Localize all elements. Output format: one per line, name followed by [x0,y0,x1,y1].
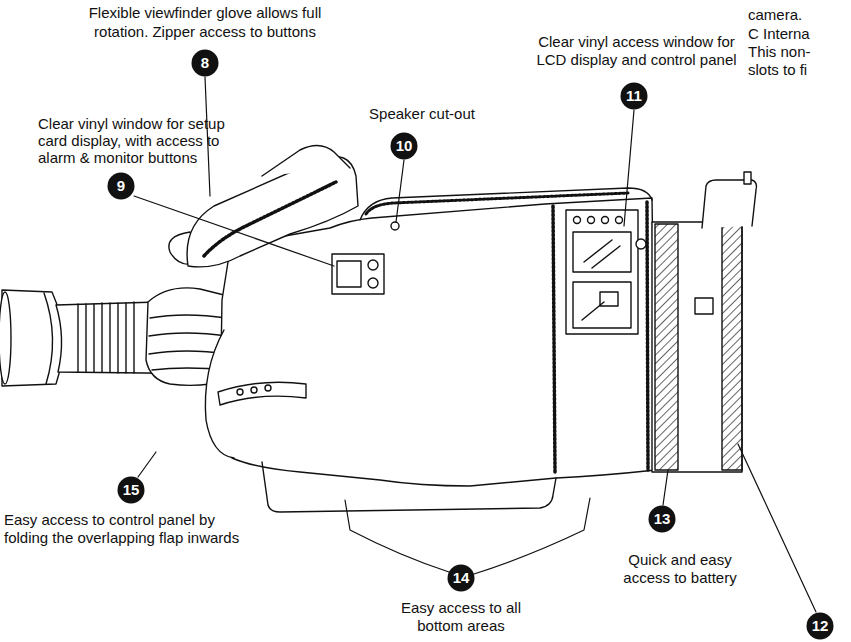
lcd-screen [573,232,631,272]
vinyl-glare [582,240,620,320]
lcd-window [566,210,638,334]
alarm-button [368,260,378,270]
callout-number-text: 12 [806,612,834,640]
viewfinder-cap [262,145,350,176]
battery-flap [702,180,757,228]
setup-card-window [332,254,384,294]
lcd-button [574,217,581,224]
callout-circle-shape [108,173,135,200]
side-zipper [647,202,648,470]
battery-hatch [655,224,678,470]
lens-hood-rim [44,293,53,384]
callout-number: 14 [447,564,475,592]
callout-number-text: 14 [447,564,475,592]
bottom-strap [262,462,556,512]
lens-front [0,292,11,384]
callout-number-text: 15 [117,476,145,504]
speaker-hole [391,222,399,230]
callout-number: 10 [390,132,418,160]
note-text: C Interna [748,25,810,43]
callout-text: Flexible viewfinder glove allows full ro… [80,3,330,41]
callout-circle-shape [448,565,475,592]
control-panel [573,282,631,328]
callout-number: 11 [620,82,648,110]
battery-hatch [722,224,742,470]
callout-number-text: 9 [107,172,135,200]
callout-text: Clear vinyl window for setup card displa… [38,115,233,166]
note-text: This non- [748,43,811,61]
callout-circle-shape [649,506,676,533]
panel-button [251,387,257,393]
panel-button [237,389,243,395]
callout-text: Quick and easy access to battery [620,551,740,587]
callout-number-text: 11 [620,82,648,110]
note-text: camera. [748,6,802,24]
lcd-button [602,217,609,224]
side-zipper [553,206,555,472]
callout-text: Speaker cut-out [352,105,492,123]
callout-number-text: 10 [390,132,418,160]
callout-text: Clear vinyl access window for LCD displa… [529,33,744,69]
callout-number: 9 [107,172,135,200]
flap-tab [744,172,751,184]
callout-circle-shape [118,477,145,504]
callout-number: 13 [648,505,676,533]
callout-circle-shape [391,133,418,160]
callout-text: Easy access to all bottom areas [391,599,531,635]
callout-number-text: 13 [648,505,676,533]
callout-circle-shape [807,613,834,640]
glove-zipper [204,182,336,256]
callout-text: Easy access to control panel by folding … [4,511,242,547]
callout-number: 15 [117,476,145,504]
battery-cover [652,222,742,472]
callout-circle-shape [621,83,648,110]
control-panel-slot [218,382,306,405]
callout-number: 12 [806,612,834,640]
panel-button [265,385,271,391]
callout-number-text: 8 [191,49,219,77]
note-text: slots to fi [748,61,807,79]
lcd-button [616,217,623,224]
monitor-button [368,278,378,288]
camera-cover-body [220,198,656,486]
lens-rings [78,302,134,373]
setup-card [337,261,361,287]
callout-number: 8 [191,49,219,77]
lcd-button [588,217,595,224]
callout-circle-shape [192,50,219,77]
lcd-knob [636,239,646,249]
battery-label [695,298,713,314]
